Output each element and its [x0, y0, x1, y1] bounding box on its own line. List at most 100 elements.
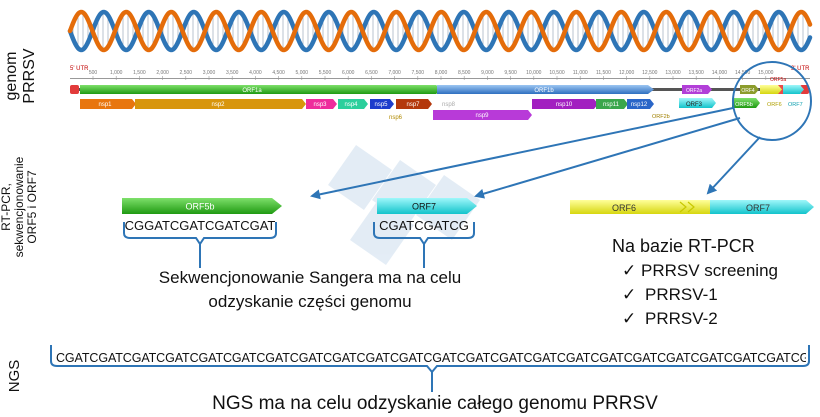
- orf5b-sequence: CGGATCGATCGATCGAT: [125, 218, 276, 233]
- arrow-to-orf5b: [310, 107, 734, 200]
- scale-tick-label: 9,500: [504, 70, 517, 76]
- scale-ruler: [70, 78, 810, 79]
- orf1b-label: ORF1b: [534, 88, 554, 94]
- orf5b-mini-label: ORF5b: [735, 102, 753, 108]
- nsp6-label: nsp6: [389, 115, 403, 121]
- arrow-to-orf6-orf7: [706, 136, 761, 195]
- scale-tick-label: 4,500: [272, 70, 285, 76]
- orf5b-arrow-bar: [122, 198, 282, 214]
- orf1b-bar: [437, 85, 654, 94]
- scale-tick-label: 2,500: [180, 70, 193, 76]
- nsp9-label: nsp9: [475, 113, 489, 119]
- orf7-pair-arrow-bar: [710, 200, 814, 214]
- orf5b-mini-bar: [732, 98, 760, 108]
- orf4-label: ORF4: [741, 88, 755, 94]
- nsp4-label: nsp4: [344, 102, 358, 108]
- orf7-arrow-bar: [377, 198, 477, 214]
- nsp2-bar: [135, 99, 306, 109]
- arrow-to-orf7: [474, 117, 741, 199]
- rtpcr-item-label: PRRSV-1: [644, 285, 718, 304]
- scale-tick-label: 6,000: [342, 70, 355, 76]
- scale-tick-label: 15,000: [758, 70, 774, 76]
- scale-tick-label: 7,500: [412, 70, 425, 76]
- nsp9-bar: [433, 110, 532, 120]
- orf6-bar-label: ORF6: [612, 203, 636, 213]
- check-icon: ✓: [622, 285, 637, 304]
- scale-tick-label: 8,500: [458, 70, 471, 76]
- rtpcr-heading: Na bazie RT-PCR: [612, 236, 755, 256]
- helix-strand-orange: [67, 9, 813, 53]
- orf2a-bar: [682, 85, 712, 94]
- orf7-mini-bar: [783, 85, 804, 94]
- utr3-box: [800, 85, 809, 94]
- nsp7-label: nsp7: [406, 102, 420, 108]
- scale-tick-label: 5,500: [319, 70, 332, 76]
- nsp5-bar: [370, 99, 394, 109]
- check-icon: ✓: [622, 309, 637, 328]
- sanger-caption-line1: Sekwencjonowanie Sangera ma na celu: [158, 268, 462, 287]
- orf6-mini-bar: [760, 85, 782, 94]
- scale-tick-label: 11,500: [596, 70, 611, 76]
- orf5a-label: ORF5a: [770, 77, 786, 83]
- orf1a-bar: [80, 85, 442, 94]
- orf2a-label: ORF2a: [686, 88, 702, 94]
- rtpcr-item-label: PRRSV screening: [640, 261, 778, 280]
- orf4-bar: [740, 85, 759, 94]
- orf5b-bar-label: ORF5b: [185, 202, 214, 212]
- nsp1-bar: [80, 99, 136, 109]
- scale-tick-label: 9,000: [481, 70, 494, 76]
- nsp3-label: nsp3: [313, 102, 327, 108]
- rtpcr-item: ✓ PRRSV screening: [622, 259, 778, 283]
- ngs-caption: NGS ma na celu odzyskanie całego genomu …: [212, 393, 658, 414]
- scale-tick-label: 12,000: [619, 70, 635, 76]
- nsp3-bar: [306, 99, 337, 109]
- sanger-caption-line2: odzyskanie części genomu: [208, 292, 412, 311]
- nsp10-bar: [532, 99, 598, 109]
- utr5-box: [70, 85, 79, 94]
- orf6-chevrons: [679, 201, 695, 213]
- orf1a-label: ORF1a: [242, 88, 262, 94]
- check-icon: ✓: [622, 261, 637, 280]
- scale-tick-label: 1,500: [133, 70, 146, 76]
- scale-tick-label: 11,000: [573, 70, 588, 76]
- orf7-mini-label: ORF7: [788, 102, 803, 108]
- orf3-label: ORF3: [686, 102, 703, 108]
- rtpcr-item: ✓ PRRSV-1: [622, 283, 778, 307]
- nsp4-bar: [338, 99, 368, 109]
- nsp10-label: nsp10: [556, 102, 573, 108]
- scale-tick-label: 1,000: [110, 70, 123, 76]
- orf6-arrow-bar: [570, 200, 714, 214]
- nsp11-bar: [596, 99, 628, 109]
- rtpcr-item-label: PRRSV-2: [644, 309, 718, 328]
- scale-tick-label: 14,000: [712, 70, 728, 76]
- scale-tick-label: 500: [89, 70, 98, 76]
- scale-tick-label: 13,500: [689, 70, 705, 76]
- orf7-bar-label: ORF7: [412, 202, 436, 212]
- orf7-pair-bar-label: ORF7: [746, 203, 770, 213]
- orf3-bar: [679, 98, 716, 108]
- orf6-mini-label: ORF6: [767, 102, 782, 108]
- dna-helix-graphic: [67, 9, 813, 53]
- utr3-label: 3' UTR: [791, 66, 810, 72]
- scale-tick-label: 3,500: [226, 70, 239, 76]
- nsp7-bar: [396, 99, 432, 109]
- highlight-circle: [732, 61, 812, 141]
- rtpcr-item: ✓ PRRSV-2: [622, 307, 778, 331]
- nsp12-bar: [627, 99, 654, 109]
- rtpcr-list: ✓ PRRSV screening ✓ PRRSV-1 ✓ PRRSV-2: [622, 259, 778, 331]
- nsp5-label: nsp5: [374, 102, 388, 108]
- scale-tick-label: 12,500: [642, 70, 658, 76]
- scale-tick-label: 5,000: [296, 70, 309, 76]
- scale-tick-label: 10,000: [526, 70, 542, 76]
- orf7-sequence: CGATCGATCG: [379, 218, 469, 233]
- nsp12-label: nsp12: [631, 102, 648, 108]
- scale-tick-label: 10,500: [549, 70, 565, 76]
- scale-tick-label: 7,000: [388, 70, 401, 76]
- scale-tick-label: 6,500: [365, 70, 378, 76]
- nsp8-label: nsp8: [442, 102, 456, 108]
- helix-strand-blue: [67, 9, 813, 53]
